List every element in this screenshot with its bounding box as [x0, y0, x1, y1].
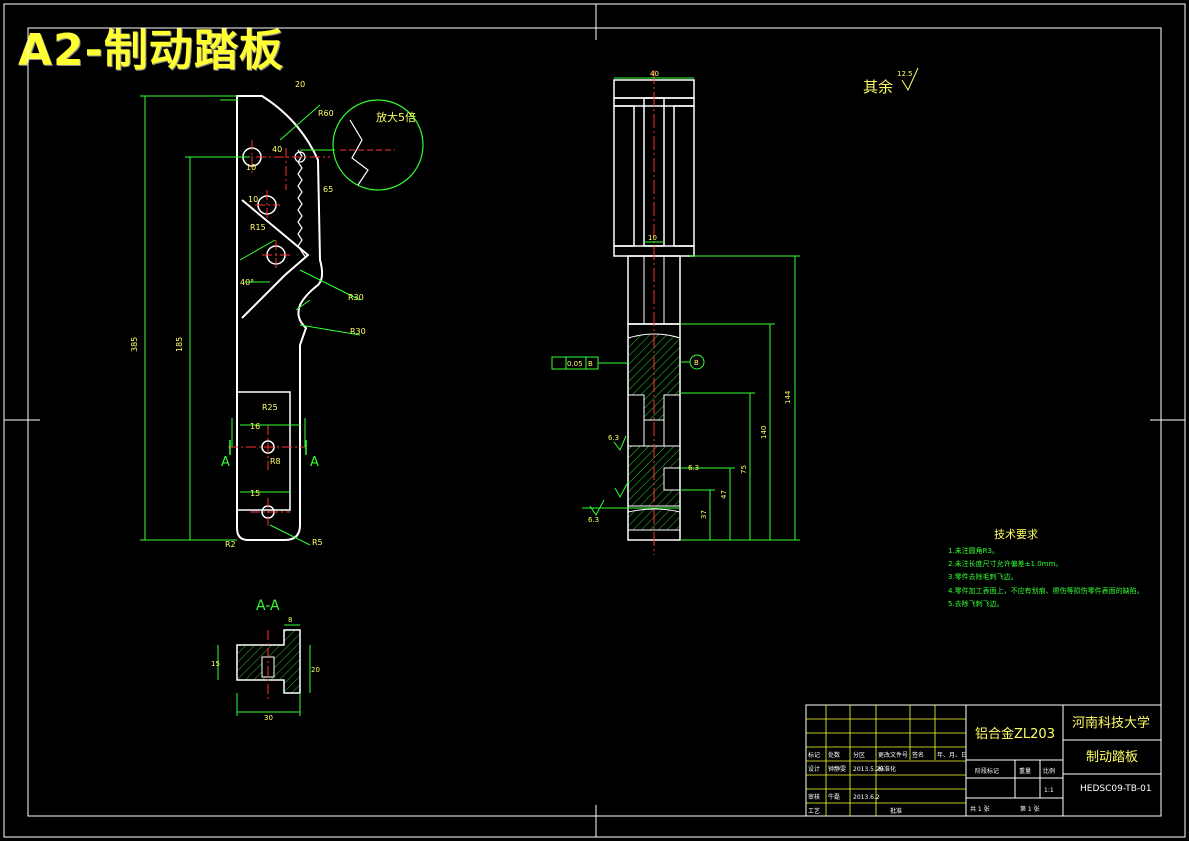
- svg-text:5.去除飞刺飞边。: 5.去除飞刺飞边。: [948, 599, 1004, 608]
- svg-text:40: 40: [650, 70, 659, 78]
- svg-text:1:1: 1:1: [1044, 787, 1054, 794]
- sheet-frame: [3, 3, 1186, 838]
- svg-text:审核: 审核: [808, 793, 820, 801]
- svg-text:2.未注长度尺寸允许偏差±1.0mm。: 2.未注长度尺寸允许偏差±1.0mm。: [948, 559, 1062, 568]
- side-view: A A 385 185 20 R60 40 10 65 10 R15 R30 4…: [130, 80, 424, 549]
- svg-text:重量: 重量: [1019, 767, 1031, 775]
- svg-text:65: 65: [323, 185, 333, 194]
- svg-text:20: 20: [311, 666, 320, 674]
- svg-text:15: 15: [250, 489, 260, 498]
- detail-label: 放大5倍: [376, 110, 416, 124]
- svg-text:共 1 张: 共 1 张: [970, 805, 990, 813]
- surface-roughness: 12.5: [897, 70, 913, 78]
- section-marker-right: A: [310, 455, 319, 470]
- svg-text:185: 185: [175, 337, 184, 352]
- svg-text:第 1 张: 第 1 张: [1020, 805, 1040, 813]
- svg-text:工艺: 工艺: [808, 807, 820, 815]
- school-name: 河南科技大学: [1072, 715, 1150, 731]
- svg-text:10: 10: [246, 163, 256, 172]
- tech-requirements: 技术要求 1.未注圆角R3。 2.未注长度尺寸允许偏差±1.0mm。 3.零件去…: [948, 528, 1144, 608]
- svg-text:37: 37: [700, 510, 708, 519]
- section-label: A-A: [256, 598, 280, 614]
- svg-text:2013.6.2: 2013.6.2: [853, 794, 880, 801]
- svg-text:30: 30: [264, 714, 273, 722]
- datum-label: B: [694, 359, 699, 367]
- svg-text:R2: R2: [225, 540, 236, 549]
- title-block: 标记 处数 分区 更改文件号 签名 年、月、日 设计 钟静雯 2013.5.20…: [805, 704, 1162, 817]
- svg-text:更改文件号: 更改文件号: [878, 751, 908, 759]
- svg-text:8: 8: [288, 616, 292, 624]
- svg-text:40°: 40°: [240, 278, 254, 287]
- front-view: 0.05 B B 40 10 144 140 75 47 37 6.3 6.3 …: [551, 70, 800, 555]
- svg-text:75: 75: [740, 465, 748, 474]
- svg-text:R5: R5: [312, 538, 323, 547]
- svg-text:10: 10: [248, 195, 258, 204]
- svg-text:设计: 设计: [808, 765, 820, 773]
- svg-text:R8: R8: [270, 457, 281, 466]
- svg-text:批准: 批准: [890, 807, 902, 815]
- svg-text:47: 47: [720, 490, 728, 499]
- svg-text:10: 10: [648, 234, 657, 242]
- svg-text:R15: R15: [250, 223, 266, 232]
- surface-note: 其余 12.5: [863, 67, 919, 96]
- svg-text:16: 16: [250, 422, 260, 431]
- svg-text:15: 15: [211, 660, 220, 668]
- datum-in-frame: B: [588, 360, 593, 368]
- section-marker-left: A: [221, 455, 230, 470]
- svg-text:R25: R25: [262, 403, 278, 412]
- svg-text:140: 140: [760, 426, 768, 439]
- svg-text:阶段标记: 阶段标记: [975, 767, 999, 775]
- svg-text:分区: 分区: [853, 751, 865, 759]
- svg-text:R30: R30: [348, 293, 364, 302]
- detail-circle: [332, 99, 424, 191]
- svg-text:标准化: 标准化: [878, 765, 896, 773]
- pedal-outline: [236, 95, 324, 541]
- svg-text:R30: R30: [350, 327, 366, 336]
- svg-text:1.未注圆角R3。: 1.未注圆角R3。: [948, 546, 999, 555]
- svg-text:20: 20: [295, 80, 305, 89]
- svg-text:年、月、日: 年、月、日: [937, 751, 967, 759]
- part-name: 制动踏板: [1086, 750, 1138, 765]
- svg-text:钟静雯: 钟静雯: [828, 765, 846, 773]
- svg-text:3.零件去除毛刺飞边。: 3.零件去除毛刺飞边。: [948, 572, 1018, 581]
- svg-text:比例: 比例: [1043, 767, 1055, 775]
- svg-text:牛磊: 牛磊: [828, 793, 840, 801]
- svg-text:6.3: 6.3: [588, 516, 599, 524]
- drawing-title: A2-制动踏板: [18, 25, 284, 76]
- svg-text:标记: 标记: [808, 751, 820, 759]
- svg-text:签名: 签名: [912, 751, 924, 759]
- svg-text:385: 385: [130, 337, 139, 352]
- svg-text:144: 144: [784, 390, 792, 404]
- svg-text:0.05: 0.05: [567, 360, 583, 368]
- svg-text:R60: R60: [318, 109, 334, 118]
- material: 铝合金ZL203: [975, 726, 1055, 742]
- svg-text:6.3: 6.3: [608, 434, 619, 442]
- svg-text:40: 40: [272, 145, 282, 154]
- serration: [297, 149, 307, 259]
- svg-text:处数: 处数: [828, 751, 840, 759]
- section-view: A-A 30 8 20 15: [211, 598, 320, 722]
- svg-text:2013.5.20: 2013.5.20: [853, 766, 884, 773]
- tech-heading: 技术要求: [994, 528, 1038, 541]
- svg-text:6.3: 6.3: [688, 464, 699, 472]
- svg-text:4.零件加工表面上，不应有划痕、擦伤等损伤零件表面的缺陷。: 4.零件加工表面上，不应有划痕、擦伤等损伤零件表面的缺陷。: [948, 586, 1144, 595]
- surface-note-text: 其余: [863, 78, 893, 96]
- drawing-number: HEDSC09-TB-01: [1080, 784, 1152, 794]
